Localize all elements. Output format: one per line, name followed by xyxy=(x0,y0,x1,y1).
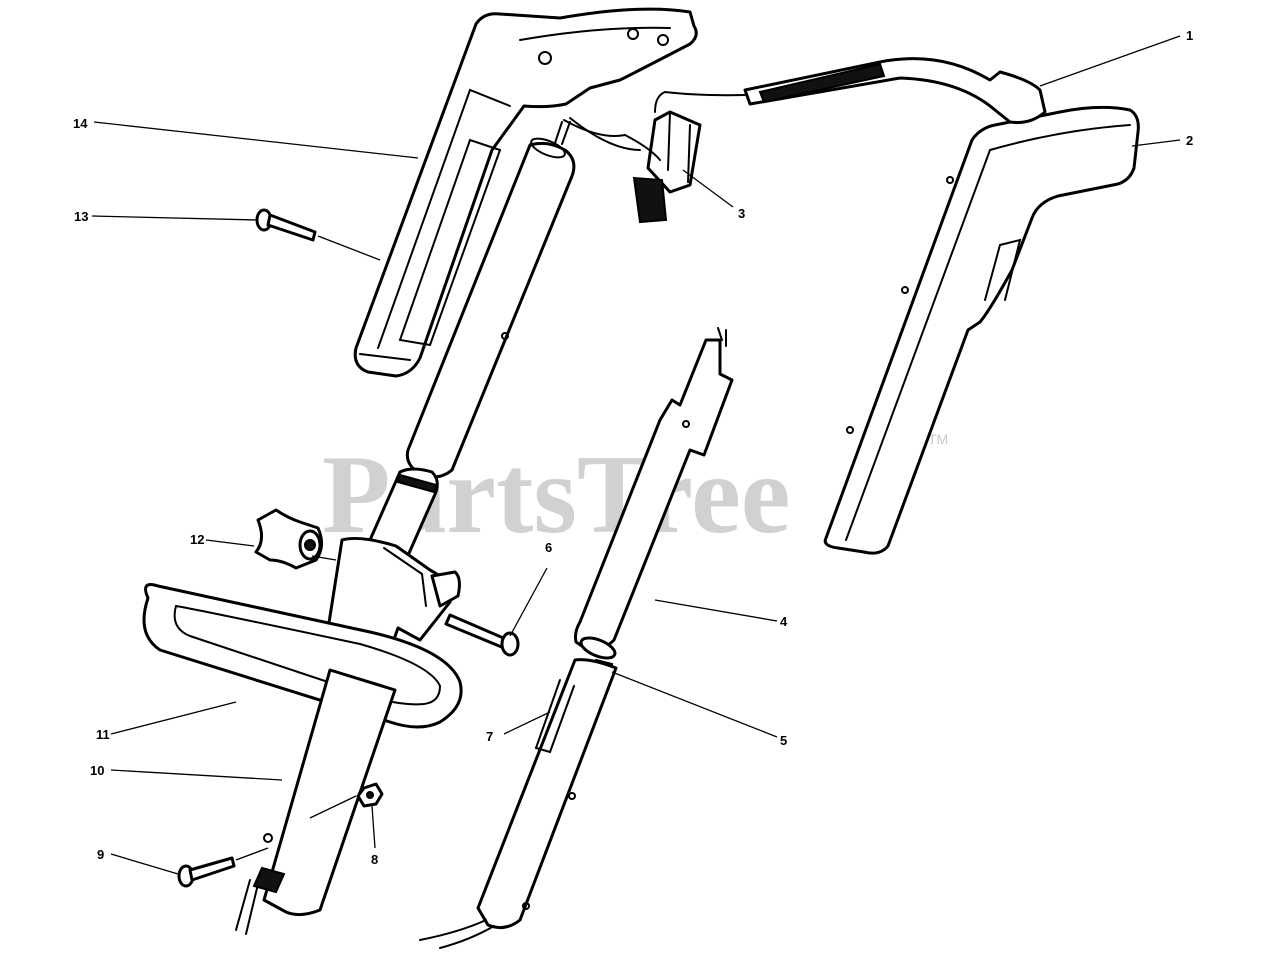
callout-9: 9 xyxy=(97,847,104,862)
callout-6: 6 xyxy=(545,540,552,555)
callout-7: 7 xyxy=(486,729,493,744)
bolt-9 xyxy=(177,856,236,888)
callout-4: 4 xyxy=(780,614,788,629)
switch xyxy=(563,110,702,224)
callout-14: 14 xyxy=(73,116,88,131)
callout-1: 1 xyxy=(1186,28,1193,43)
callout-2: 2 xyxy=(1186,133,1193,148)
callout-13: 13 xyxy=(74,209,88,224)
lower-tube-assembly xyxy=(419,327,734,949)
callout-labels: 1 2 3 4 5 6 7 8 9 10 11 12 13 14 xyxy=(73,28,1193,867)
power-cord xyxy=(654,57,1047,124)
callout-3: 3 xyxy=(738,206,745,221)
watermark-trademark: TM xyxy=(928,431,948,447)
callout-12: 12 xyxy=(190,532,204,547)
callout-5: 5 xyxy=(780,733,787,748)
knob xyxy=(254,508,323,570)
nut-8 xyxy=(356,782,384,808)
callout-10: 10 xyxy=(90,763,104,778)
callout-8: 8 xyxy=(371,852,378,867)
callout-11: 11 xyxy=(96,727,110,742)
bolt-6 xyxy=(444,613,520,657)
loop-handle-assembly xyxy=(142,537,463,935)
right-handle-half xyxy=(823,105,1140,555)
screw-13 xyxy=(255,208,317,242)
tube-coupler xyxy=(368,467,439,562)
leader-lines xyxy=(91,35,1181,875)
left-handle-half xyxy=(353,7,698,378)
